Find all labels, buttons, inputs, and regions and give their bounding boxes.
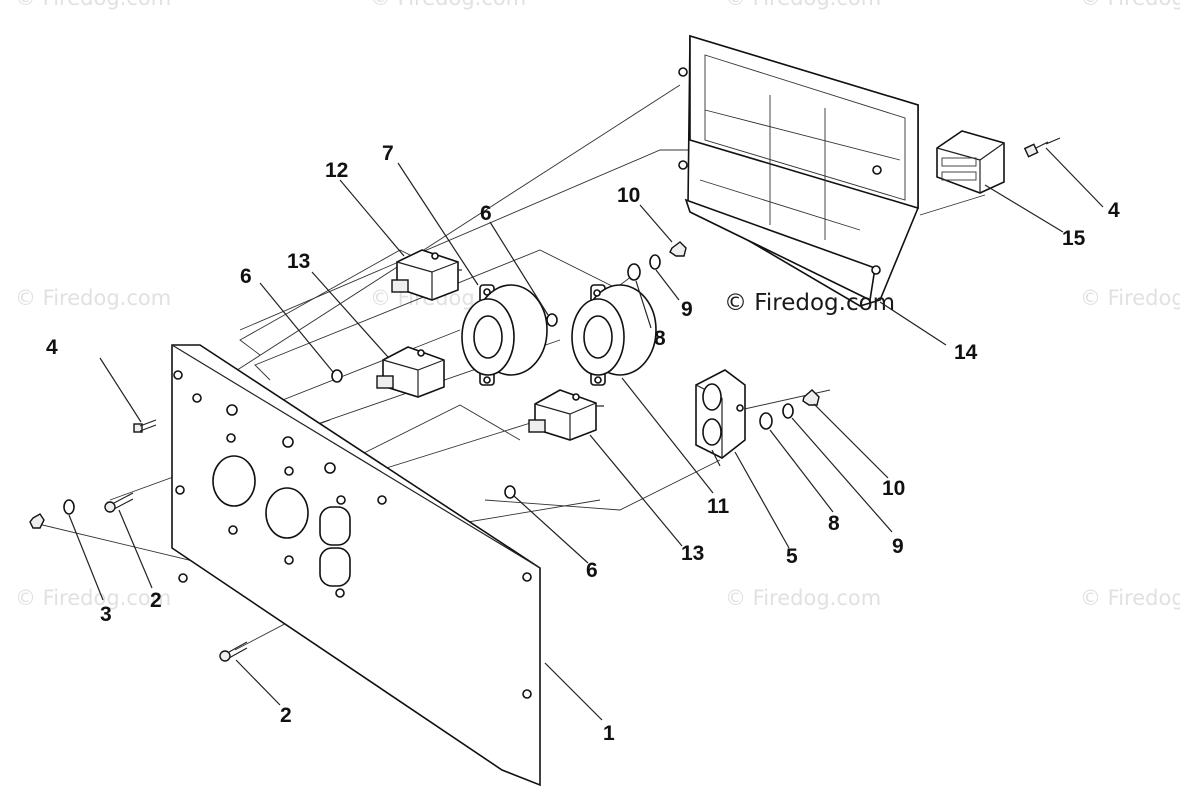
front-panel bbox=[171, 344, 541, 787]
callout-9: 9 bbox=[681, 298, 693, 321]
watermark-faint: © Firedog.com bbox=[15, 586, 171, 610]
callout-13: 13 bbox=[681, 542, 704, 565]
callout-10: 10 bbox=[882, 477, 905, 500]
junction-box bbox=[678, 34, 919, 307]
watermark-faint: © Firedog.com bbox=[725, 586, 881, 610]
nut-washer-left bbox=[29, 499, 75, 529]
screw-upper bbox=[104, 492, 134, 513]
leader-lines bbox=[68, 147, 1104, 721]
callout-4: 4 bbox=[1108, 199, 1120, 222]
callout-2: 2 bbox=[150, 589, 162, 612]
o-ring-6c bbox=[504, 485, 516, 499]
callout-8: 8 bbox=[654, 327, 666, 350]
callout-1: 1 bbox=[603, 722, 615, 745]
watermark-faint: © Firedog.com bbox=[370, 0, 526, 10]
o-ring-6a bbox=[331, 369, 343, 383]
callout-11: 11 bbox=[707, 495, 730, 518]
watermark-faint: © Firedog.com bbox=[1080, 0, 1180, 10]
receptacle-11 bbox=[571, 284, 657, 386]
callout-6: 6 bbox=[586, 559, 598, 582]
breaker-13-upper bbox=[376, 346, 445, 398]
callout-10: 10 bbox=[617, 184, 640, 207]
callout-13: 13 bbox=[287, 250, 310, 273]
screw-lower bbox=[219, 641, 248, 662]
callout-6: 6 bbox=[480, 202, 492, 225]
terminal-block bbox=[936, 130, 1005, 194]
breaker-13-lower bbox=[528, 389, 604, 441]
watermark-main: © Firedog.com bbox=[724, 290, 895, 316]
hardware-upper bbox=[627, 241, 687, 281]
watermark-faint: © Firedog.com bbox=[725, 0, 881, 10]
callout-3: 3 bbox=[100, 603, 112, 626]
watermark-faint: © Firedog.com bbox=[15, 0, 171, 10]
watermark-faint: © Firedog.com bbox=[1080, 286, 1180, 310]
callout-14: 14 bbox=[954, 341, 978, 364]
callout-6: 6 bbox=[240, 265, 252, 288]
callout-4: 4 bbox=[46, 336, 58, 359]
callout-8: 8 bbox=[828, 512, 840, 535]
bolt-left bbox=[133, 419, 157, 433]
hardware-lower bbox=[759, 389, 820, 430]
bolt-right bbox=[1023, 137, 1061, 158]
callout-2: 2 bbox=[280, 704, 292, 727]
watermark-faint: © Firedog.com bbox=[1080, 586, 1180, 610]
watermark-faint: © Firedog.com bbox=[15, 286, 171, 310]
callout-15: 15 bbox=[1062, 227, 1086, 250]
callout-7: 7 bbox=[382, 142, 394, 165]
receptacle-7 bbox=[461, 284, 548, 386]
small-o-rings bbox=[331, 313, 558, 499]
callout-9: 9 bbox=[892, 535, 904, 558]
callout-12: 12 bbox=[325, 159, 348, 182]
duplex-receptacle bbox=[695, 369, 746, 467]
callout-labels: 1 2 2 3 4 4 5 6 6 6 7 8 8 9 9 10 10 11 1… bbox=[46, 142, 1120, 745]
callout-5: 5 bbox=[786, 545, 798, 568]
o-ring-6b bbox=[546, 313, 558, 327]
breaker-12 bbox=[391, 249, 462, 301]
